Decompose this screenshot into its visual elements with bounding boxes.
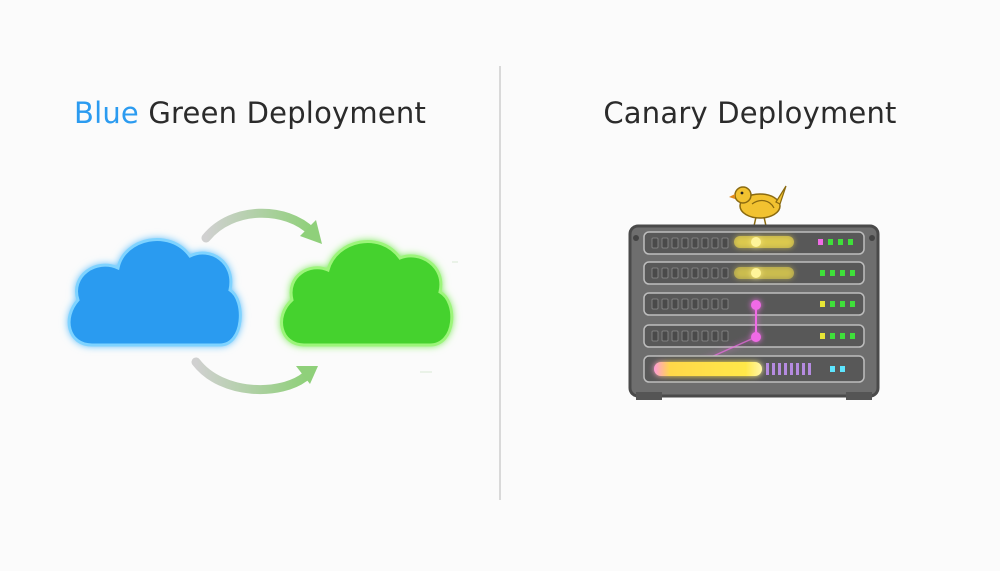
blue-green-title: Blue Green Deployment [0,96,500,130]
canary-panel: Canary Deployment [500,0,1000,571]
status-leds [818,239,855,339]
center-divider [499,66,501,500]
decorative-dashes [420,261,458,373]
green-cloud-icon [280,240,454,347]
blue-cloud-icon [67,238,242,347]
server-rack-icon [628,224,880,400]
blue-green-panel: Blue Green Deployment [0,96,500,395]
curved-arrow-icon [201,208,322,244]
canary-bird-icon [729,185,787,227]
title-rest: Green Deployment [138,96,427,130]
blue-green-illustration [67,208,458,395]
title-accent-blue: Blue [73,96,139,130]
canary-title: Canary Deployment [603,96,897,130]
curved-arrow-icon [191,357,318,395]
canary-illustration [628,185,880,400]
